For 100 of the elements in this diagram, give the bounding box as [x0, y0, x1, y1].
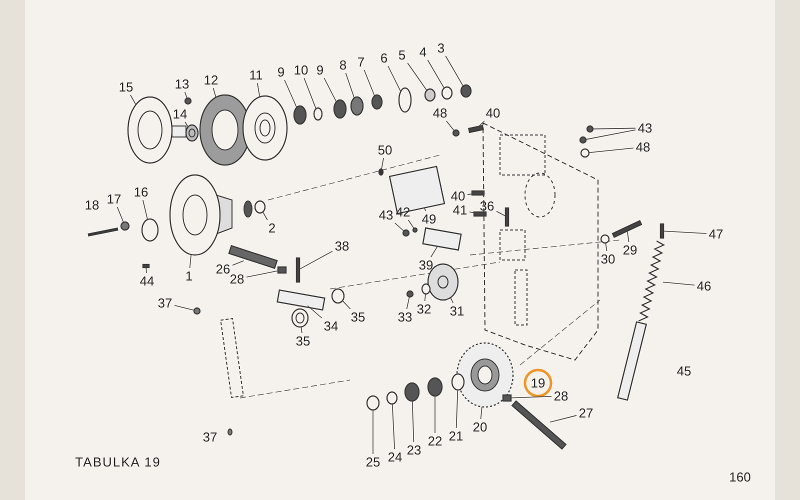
part-shape	[331, 288, 345, 304]
leader-line	[392, 404, 395, 450]
callout-number: 10	[294, 64, 308, 76]
part-shape	[185, 124, 199, 142]
part-shape	[422, 227, 462, 251]
callout-number: 38	[334, 240, 350, 252]
leader-line	[445, 56, 464, 86]
leader-line	[469, 212, 476, 214]
callout-number: 7	[357, 56, 365, 68]
leader-line	[456, 390, 458, 428]
part-shape	[421, 283, 431, 295]
part-shape	[398, 87, 412, 113]
leader-line	[626, 230, 630, 242]
callout-number: 50	[378, 144, 392, 156]
callout-number: 16	[134, 186, 148, 198]
part-shape	[120, 221, 130, 231]
leader-line	[130, 94, 136, 106]
part-shape	[404, 382, 420, 402]
callout-number: 34	[324, 320, 338, 332]
callout-number: 3	[437, 42, 445, 54]
callout-number: 30	[600, 252, 616, 266]
leader-line	[588, 148, 634, 153]
callout-number: 6	[380, 52, 388, 64]
callout-number: 39	[418, 258, 434, 272]
callout-number: 44	[140, 274, 154, 288]
leader-line	[388, 66, 402, 92]
callout-number: 5	[398, 48, 406, 62]
pin-shape	[471, 190, 485, 196]
table-title: TABULKA 19	[75, 456, 161, 468]
part-shape	[460, 84, 472, 98]
callout-number: 13	[174, 78, 190, 90]
leader-line	[372, 410, 374, 454]
leader-line	[424, 294, 426, 302]
leader-line	[407, 62, 428, 91]
pin-shape	[142, 264, 150, 268]
callout-number: 48	[432, 106, 448, 120]
leader-line	[605, 242, 608, 252]
part-shape	[291, 308, 309, 328]
shaft-outline	[220, 318, 244, 398]
callout-number: 21	[448, 430, 464, 442]
callout-number: 49	[422, 212, 436, 226]
callout-number: 31	[450, 304, 464, 318]
leader-line	[408, 220, 414, 229]
callout-number: 28	[554, 390, 568, 402]
pin-shape	[504, 207, 510, 227]
leader-line	[307, 305, 322, 318]
leader-line	[412, 400, 414, 442]
part-shape	[193, 307, 201, 315]
pin-shape	[660, 223, 664, 239]
leader-line	[381, 158, 384, 170]
pin-shape	[473, 211, 487, 217]
leader-line	[232, 260, 244, 266]
part-shape	[127, 96, 173, 164]
leader-line	[430, 246, 438, 258]
leader-line	[510, 396, 552, 398]
part-shape	[350, 96, 364, 116]
callout-number: 41	[452, 204, 468, 216]
callout-number: 23	[406, 444, 422, 456]
callout-number: 20	[472, 420, 488, 434]
part-shape	[386, 391, 398, 405]
callout-number: 26	[216, 262, 230, 276]
part-shape	[424, 88, 436, 102]
leader-line	[300, 326, 302, 334]
leader-line	[480, 406, 482, 420]
part-shape	[402, 229, 410, 237]
callout-number: 37	[158, 296, 172, 310]
callout-number: 27	[578, 406, 594, 420]
leader-line	[284, 80, 298, 108]
leader-line	[592, 128, 636, 130]
callout-number: 2	[268, 222, 276, 234]
leader-line	[450, 297, 454, 304]
leader-line	[256, 82, 260, 98]
callout-number: 24	[388, 450, 402, 464]
part-shape	[169, 174, 221, 256]
callout-number: 47	[708, 228, 724, 240]
leader-line	[304, 78, 316, 110]
part-shape	[452, 129, 460, 137]
callout-number: 35	[350, 310, 366, 324]
part-shape	[451, 373, 465, 391]
leader-line	[262, 212, 268, 220]
callout-number: 43	[378, 208, 394, 222]
callout-number: 29	[622, 244, 638, 256]
part-shape	[378, 168, 384, 176]
part-shape	[333, 99, 347, 119]
callout-number: 15	[118, 80, 134, 94]
leader-line	[142, 200, 148, 220]
leader-line	[342, 300, 351, 310]
leader-line	[212, 88, 216, 98]
leader-line	[184, 92, 188, 99]
part-shape	[242, 95, 288, 161]
spring-shape	[638, 240, 666, 322]
callout-number: 40	[450, 190, 466, 202]
callout-number: 9	[316, 64, 324, 76]
callout-number: 9	[277, 66, 285, 78]
leader-line	[345, 72, 355, 98]
part-shape	[141, 218, 159, 242]
part-shape	[366, 395, 380, 411]
callout-number: 46	[696, 280, 712, 292]
page-number: 160	[729, 470, 751, 484]
callout-number: 8	[339, 58, 347, 72]
